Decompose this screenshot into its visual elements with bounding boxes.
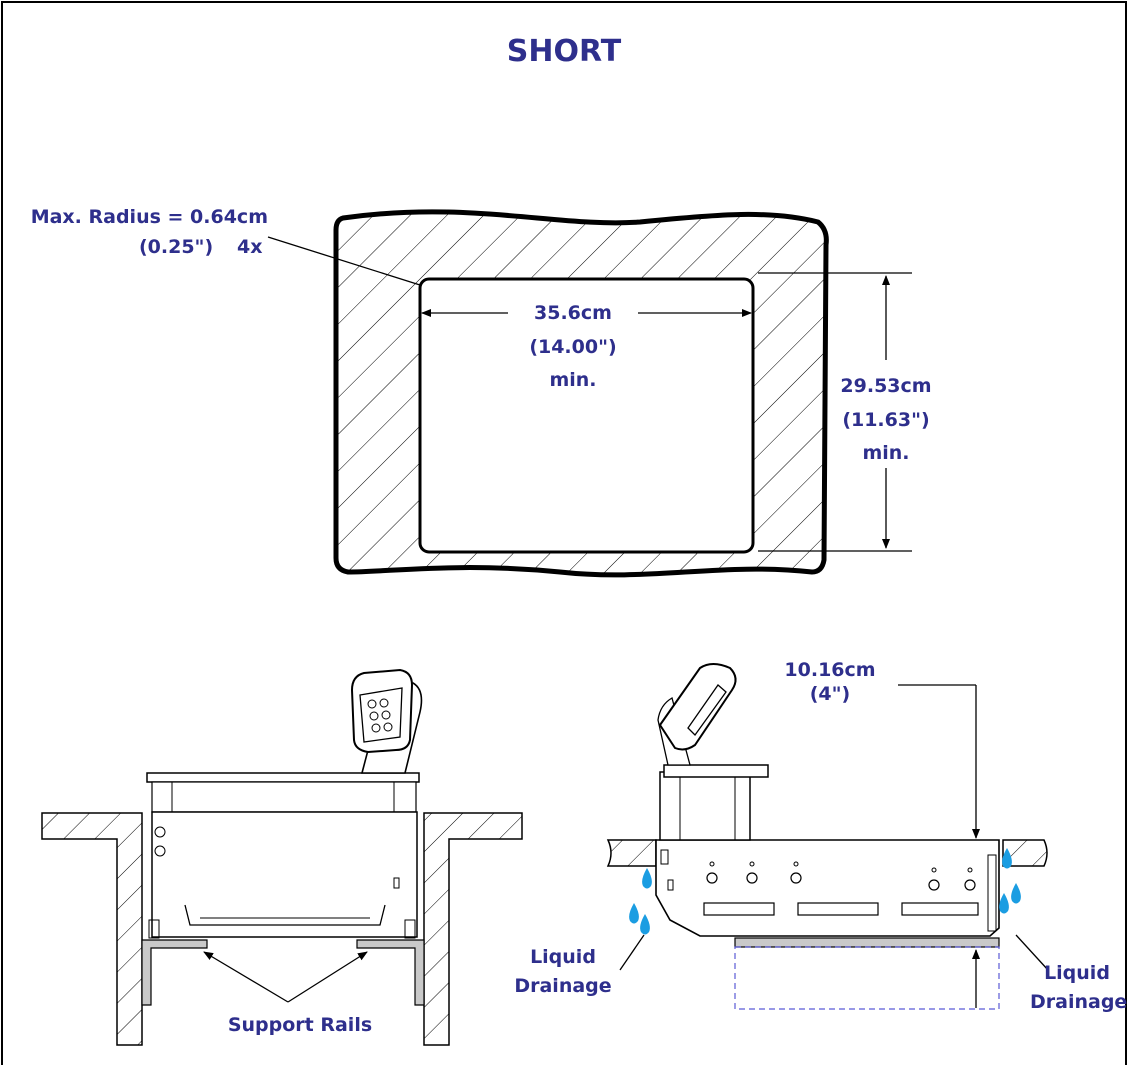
width-label-line3: min. xyxy=(549,369,597,391)
height-label-line1: 29.53cm xyxy=(840,375,932,397)
support-rail-right xyxy=(356,939,425,1006)
height-dimension xyxy=(758,272,912,552)
side-counter-right xyxy=(1002,839,1048,867)
support-rail-arrows xyxy=(203,951,368,1003)
front-view xyxy=(41,668,523,1046)
radius-label-line1: Max. Radius = 0.64cm xyxy=(30,206,268,228)
cutout-opening xyxy=(418,277,755,554)
drainage-left-line1: Liquid xyxy=(530,946,596,968)
drain-left-leader xyxy=(619,934,645,971)
side-counter-left xyxy=(606,839,657,867)
counter-right xyxy=(423,812,523,1046)
side-view xyxy=(606,663,1048,1010)
width-label-line2: (14.00") xyxy=(529,336,617,358)
counter-top-view xyxy=(333,209,829,578)
radius-count-label: 4x xyxy=(237,236,263,258)
drainage-left-line2: Drainage xyxy=(514,975,612,997)
counter-left xyxy=(41,812,143,1046)
droplets-left xyxy=(629,868,652,935)
page-title: SHORT xyxy=(506,34,622,69)
depth-label-line1: 10.16cm xyxy=(784,659,876,681)
radius-leader xyxy=(267,236,421,286)
height-label-line3: min. xyxy=(862,442,910,464)
drainage-right-line1: Liquid xyxy=(1044,962,1110,984)
drainage-right-line2: Drainage xyxy=(1030,991,1128,1013)
droplets-right xyxy=(999,848,1021,914)
depth-label-line2: (4") xyxy=(809,683,851,705)
side-clearance-box xyxy=(734,946,1000,1010)
side-support-plate xyxy=(734,937,1000,948)
radius-label-line2: (0.25") xyxy=(139,236,214,258)
support-rail-left xyxy=(141,939,208,1006)
width-label-line1: 35.6cm xyxy=(534,302,612,324)
depth-dimension xyxy=(898,684,980,1008)
support-rails-label: Support Rails xyxy=(227,1014,373,1036)
drain-right-leader xyxy=(1015,934,1049,971)
height-label-line2: (11.63") xyxy=(842,409,930,431)
